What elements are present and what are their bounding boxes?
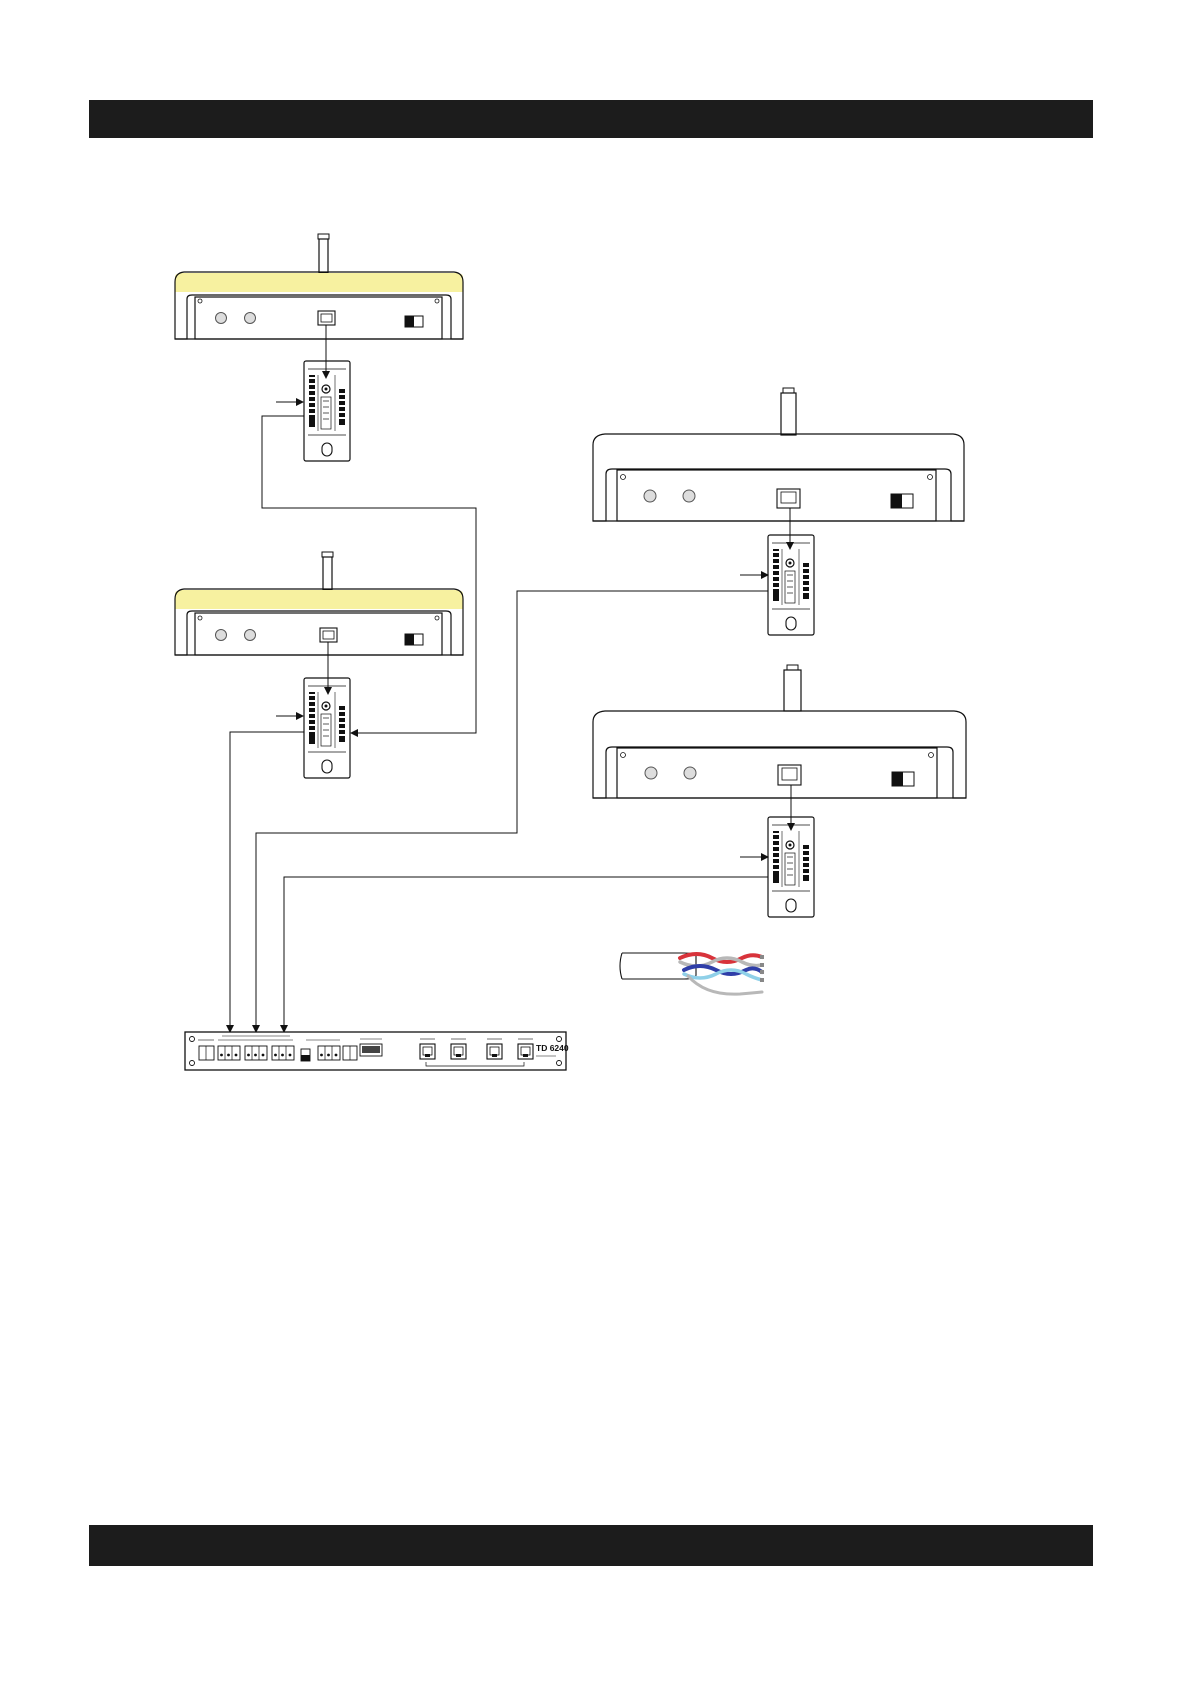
interface-box-2 xyxy=(304,678,350,778)
rack-unit: TD 6240 xyxy=(185,1032,569,1070)
cable-wire-detail xyxy=(620,953,764,994)
rack-model-label: TD 6240 xyxy=(536,1043,569,1053)
console-2 xyxy=(175,552,463,655)
console-3 xyxy=(593,388,964,521)
console-2-yellow-edge xyxy=(175,590,463,609)
cable-box1-to-box2 xyxy=(262,416,476,733)
interface-box-1 xyxy=(304,361,350,461)
console-1-yellow-edge xyxy=(175,273,463,292)
interface-box-4 xyxy=(768,817,814,917)
console-1 xyxy=(175,234,463,339)
interface-box-3 xyxy=(768,535,814,635)
console-4 xyxy=(593,665,966,798)
cable-box2-to-rack xyxy=(230,732,304,1032)
